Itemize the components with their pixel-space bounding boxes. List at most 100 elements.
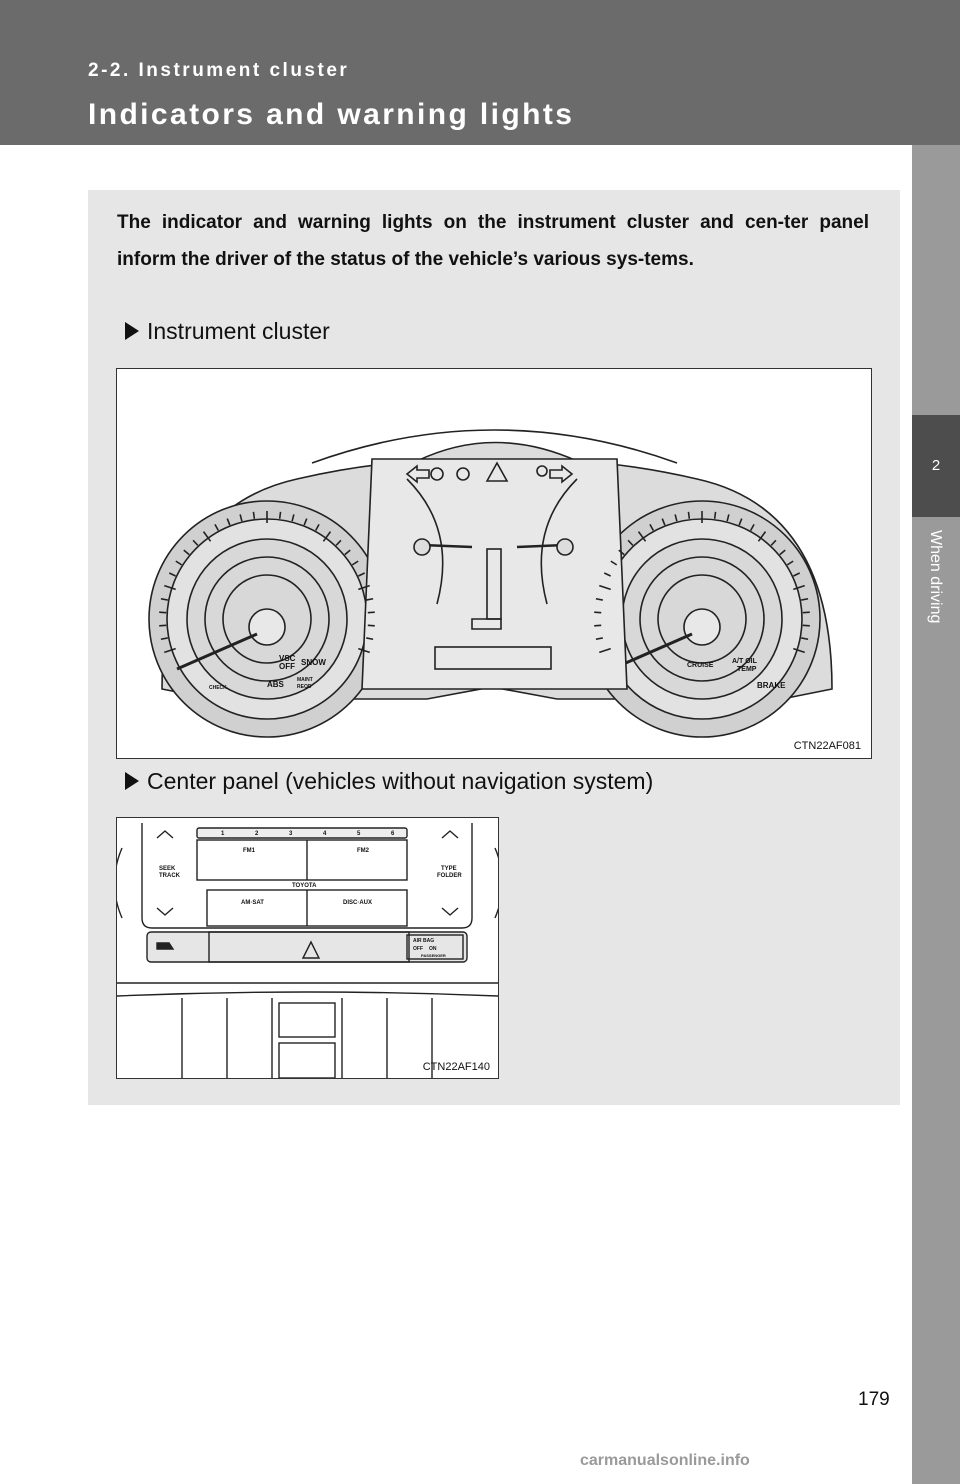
airbag-off-label: OFF (413, 946, 423, 952)
dial-tick (160, 637, 168, 641)
dial-tick (344, 549, 351, 556)
dial-tick (226, 518, 231, 526)
dial-tick (214, 523, 220, 531)
center-panel-figure: 1 2 3 4 5 6 SEEK TRACK TYPE FOLDER FM1 F… (116, 817, 499, 1079)
dial-tick (595, 597, 603, 601)
dial-tick (599, 647, 611, 654)
dial-tick (801, 597, 809, 601)
dial-tick (183, 549, 190, 556)
section-title: 2-2. Instrument cluster (88, 60, 350, 81)
dial-tick (192, 539, 199, 546)
bullet-text: Center panel (vehicles without navigatio… (147, 768, 654, 794)
passenger-label: PASSENGER (421, 953, 446, 958)
dial-tick (168, 572, 176, 577)
preset-1[interactable]: 1 (221, 831, 225, 837)
intro-paragraph: The indicator and warning lights on the … (117, 212, 869, 270)
dial-tick (674, 514, 678, 522)
bullet-text: Instrument cluster (147, 318, 330, 344)
figure-code: CTN22AF140 (422, 1061, 490, 1073)
airbag-label: AIR BAG (413, 938, 434, 944)
dial-tick (770, 539, 777, 546)
seek-label: SEEK (159, 866, 176, 872)
page-number: 179 (858, 1389, 890, 1410)
dial-tick (713, 511, 717, 519)
dial-tick (738, 518, 743, 526)
dial-tick (793, 584, 805, 591)
instrument-cluster-drawing: VSC OFF SNOW CHECK ABS MAINT REQD CRUISE… (148, 429, 833, 738)
am-sat-label: AM·SAT (241, 900, 264, 906)
figure-code: CTN22AF081 (793, 740, 861, 752)
dial-tick (164, 584, 176, 591)
dial-tick (757, 531, 767, 542)
chapter-tab-label: When driving (912, 530, 960, 740)
airbag-on-label: ON (429, 946, 437, 952)
dial-tick (793, 647, 805, 654)
dial-tick (322, 531, 332, 542)
brand-label: TOYOTA (292, 883, 317, 889)
reqd-label: REQD (297, 684, 312, 690)
dial-tick (649, 523, 655, 531)
chapter-tab-label-text: When driving (927, 530, 944, 624)
dial-tick (779, 549, 786, 556)
fm2-label: FM2 (357, 848, 370, 854)
track-label: TRACK (159, 873, 181, 879)
disc-aux-label: DISC·AUX (343, 900, 372, 906)
dial-tick (599, 584, 611, 591)
dial-tick (303, 518, 308, 526)
dial-tick (291, 514, 295, 522)
folder-label: FOLDER (437, 873, 462, 879)
dial-tick (603, 572, 611, 577)
side-tab-lower (912, 517, 960, 1484)
dial-tick (610, 560, 618, 566)
at-oil-label: A/T OIL (732, 658, 758, 665)
temp-label: TEMP (737, 666, 757, 673)
dial-tick (358, 647, 370, 654)
type-label: TYPE (441, 866, 457, 872)
dial-tick (164, 647, 176, 654)
preset-5[interactable]: 5 (357, 831, 361, 837)
snow-label: SNOW (301, 658, 326, 667)
dial-tick (314, 523, 320, 531)
preset-3[interactable]: 3 (289, 831, 293, 837)
abs-label: ABS (267, 680, 285, 689)
bullet-arrow-icon (125, 772, 139, 790)
dial-tick (637, 531, 647, 542)
dial-tick (687, 511, 691, 519)
dial-tick (661, 518, 666, 526)
dial-tick (793, 572, 801, 577)
dial-tick (801, 637, 809, 641)
vsc-off-label: OFF (279, 662, 295, 671)
side-tab-upper (912, 145, 960, 415)
bullet-arrow-icon (125, 322, 139, 340)
brake-label: BRAKE (757, 681, 786, 690)
dial-tick (618, 549, 625, 556)
dial-tick (160, 597, 168, 601)
dial-tick (726, 514, 730, 522)
bullet-instrument-cluster: Instrument cluster (125, 318, 330, 345)
preset-6[interactable]: 6 (391, 831, 395, 837)
dial-tick (627, 539, 634, 546)
dial-tick (358, 572, 366, 577)
dial-tick (366, 637, 374, 641)
dial-tick (175, 560, 183, 566)
dial-tick (786, 560, 794, 566)
dial-tick (366, 597, 374, 601)
header-bar (0, 0, 960, 145)
page-title: Indicators and warning lights (88, 98, 575, 131)
vsc-label: VSC (279, 654, 296, 663)
bullet-center-panel: Center panel (vehicles without navigatio… (125, 768, 653, 795)
dial-tick (595, 637, 603, 641)
chapter-tab-number[interactable]: 2 (912, 415, 960, 517)
dial-tick (351, 560, 359, 566)
preset-4[interactable]: 4 (323, 831, 327, 837)
cruise-label: CRUISE (687, 662, 714, 669)
dial-tick (252, 511, 256, 519)
dial-tick (358, 584, 370, 591)
dial-tick (749, 523, 755, 531)
dial-tick (278, 511, 282, 519)
center-panel-drawing: 1 2 3 4 5 6 SEEK TRACK TYPE FOLDER FM1 F… (117, 823, 498, 1078)
maint-label: MAINT (297, 677, 313, 683)
preset-2[interactable]: 2 (255, 831, 259, 837)
dial-tick (335, 539, 342, 546)
instrument-cluster-figure: VSC OFF SNOW CHECK ABS MAINT REQD CRUISE… (116, 368, 872, 759)
